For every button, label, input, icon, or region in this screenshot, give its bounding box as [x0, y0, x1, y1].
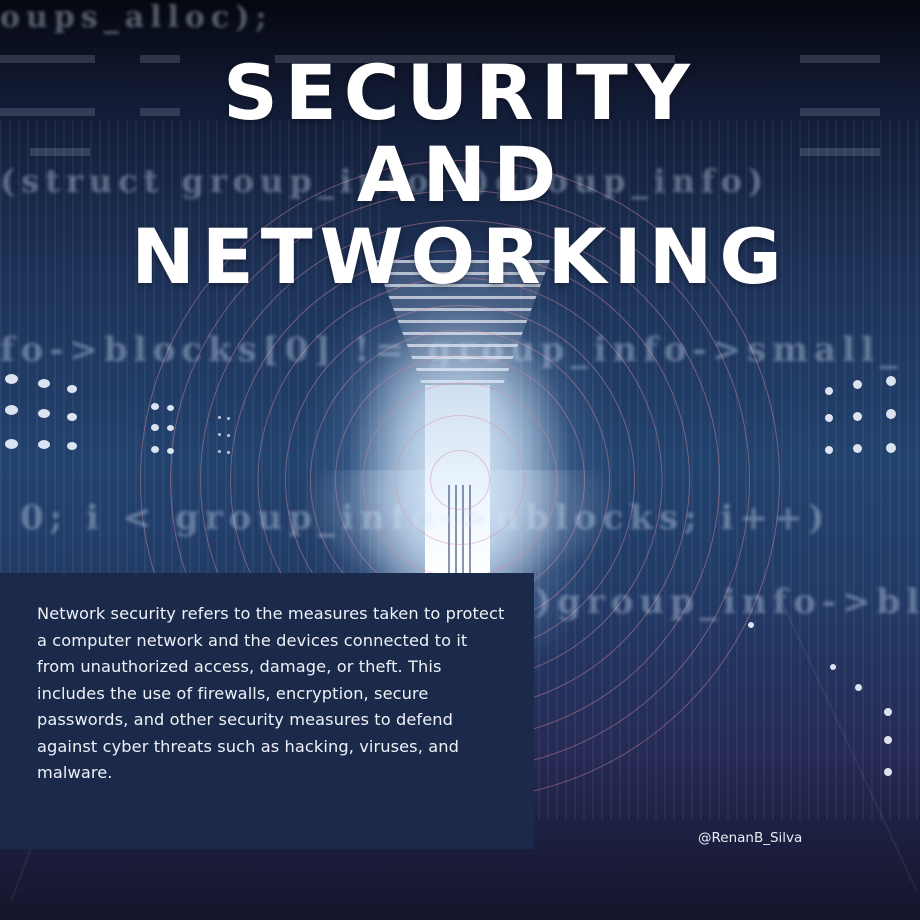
rack-shelf [800, 108, 880, 116]
led-light [67, 413, 77, 421]
led-light [218, 433, 221, 436]
led-light [825, 387, 833, 395]
rack-shelf [140, 55, 180, 63]
led-light [825, 446, 833, 454]
led-light [167, 425, 174, 431]
led-light [825, 414, 833, 422]
led-light [151, 446, 159, 453]
led-light [884, 768, 892, 776]
led-light [227, 417, 230, 420]
led-light [227, 451, 230, 454]
led-light [5, 405, 18, 415]
led-light [886, 443, 896, 453]
rack-shelf [800, 148, 880, 156]
led-light [167, 405, 174, 411]
title-line-security: SECURITY [223, 48, 697, 137]
led-light [227, 434, 230, 437]
led-light [218, 450, 221, 453]
led-light [38, 409, 50, 418]
led-light [853, 412, 862, 421]
rack-shelf [0, 55, 95, 63]
rack-shelf [30, 148, 90, 156]
led-light [38, 440, 50, 449]
led-light [884, 736, 892, 744]
led-light [167, 448, 174, 454]
led-light [748, 622, 754, 628]
code-line: fo->blocks[0] != group_info->small_ [0, 330, 903, 370]
led-light [853, 444, 862, 453]
led-light [884, 708, 892, 716]
title-line-networking: NETWORKING [131, 212, 789, 301]
author-handle: @RenanB_Silva [698, 830, 803, 846]
led-light [67, 442, 77, 450]
rack-shelf [275, 55, 675, 63]
led-light [5, 439, 18, 449]
code-line: )group_info->bl [535, 582, 920, 622]
rack-shelf [140, 108, 180, 116]
rack-shelf [0, 108, 95, 116]
led-light [5, 374, 18, 384]
led-light [38, 379, 50, 388]
rack-shelf [800, 55, 880, 63]
page-title: SECURITY AND NETWORKING [0, 52, 920, 298]
led-light [67, 385, 77, 393]
led-light [151, 403, 159, 410]
description-card: Network security refers to the measures … [0, 573, 534, 849]
code-line: (struct group_info *)group_info) [0, 162, 770, 200]
led-light [151, 424, 159, 431]
led-light [886, 376, 896, 386]
title-line-and: AND [356, 130, 564, 219]
led-light [886, 409, 896, 419]
code-line: oups_alloc); [0, 0, 273, 35]
code-line: 0; i < group_info->nblocks; i++) [20, 498, 831, 538]
description-text: Network security refers to the measures … [37, 604, 505, 782]
led-light [853, 380, 862, 389]
led-light [218, 416, 221, 419]
led-light [855, 684, 862, 691]
led-light [830, 664, 836, 670]
